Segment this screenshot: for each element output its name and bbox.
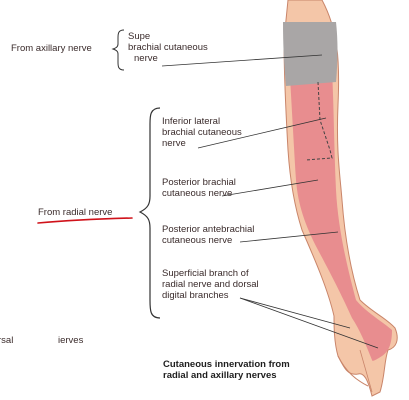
radial-brace (138, 107, 161, 319)
superior-brachial-line2: brachial cutaneous (128, 42, 208, 53)
posterior-brachial-line1: Posterior brachial (162, 177, 236, 188)
posterior-antebrachial-line1: Posterior antebrachial (162, 224, 255, 235)
superficial-line3: digital branches (162, 290, 229, 301)
posterior-antebrachial-line2: cutaneous nerve (162, 235, 233, 246)
superficial-branch-label: Superficial branch of radial nerve and d… (162, 268, 259, 301)
radial-zone (290, 70, 392, 361)
leader-posterior-brachial (221, 179, 319, 197)
superior-brachial-line1: Supe (128, 31, 151, 42)
inferior-lateral-line3: nerve (162, 138, 186, 149)
leader-superficial-1 (239, 297, 351, 329)
axillary-zone (283, 22, 338, 86)
superficial-line1: Superficial branch of (162, 268, 249, 279)
superficial-line2: radial nerve and dorsal (162, 279, 259, 290)
leader-posterior-antebrachial (239, 231, 339, 243)
cropped-label-right: ierves (58, 335, 84, 346)
inferior-lateral-region (305, 81, 333, 161)
radial-group-label: From radial nerve (38, 207, 113, 218)
superior-brachial-label: Supe brachial cutaneous nerve (128, 31, 208, 64)
caption-line1: Cutaneous innervation from (163, 359, 290, 370)
leader-superficial-2 (239, 297, 379, 349)
leader-inferior-lateral (197, 117, 327, 149)
inferior-lateral-line1: Inferior lateral (162, 116, 221, 127)
inferior-lateral-line2: brachial cutaneous (162, 127, 242, 138)
inferior-lateral-label: Inferior lateral brachial cutaneous nerv… (162, 116, 242, 149)
axillary-group-label: From axillary nerve (11, 43, 92, 54)
caption-line2: radial and axillary nerves (163, 370, 277, 381)
figure-caption: Cutaneous innervation from radial and ax… (163, 359, 290, 381)
axillary-brace (111, 29, 125, 71)
posterior-antebrachial-label: Posterior antebrachial cutaneous nerve (162, 224, 254, 246)
posterior-brachial-label: Posterior brachial cutaneous nerve (162, 177, 236, 199)
leader-superior (161, 54, 323, 67)
cropped-label-left: rsal (0, 335, 14, 346)
red-underline (37, 217, 133, 224)
superior-brachial-line3: nerve (134, 53, 158, 64)
posterior-brachial-line2: cutaneous nerve (162, 188, 233, 199)
